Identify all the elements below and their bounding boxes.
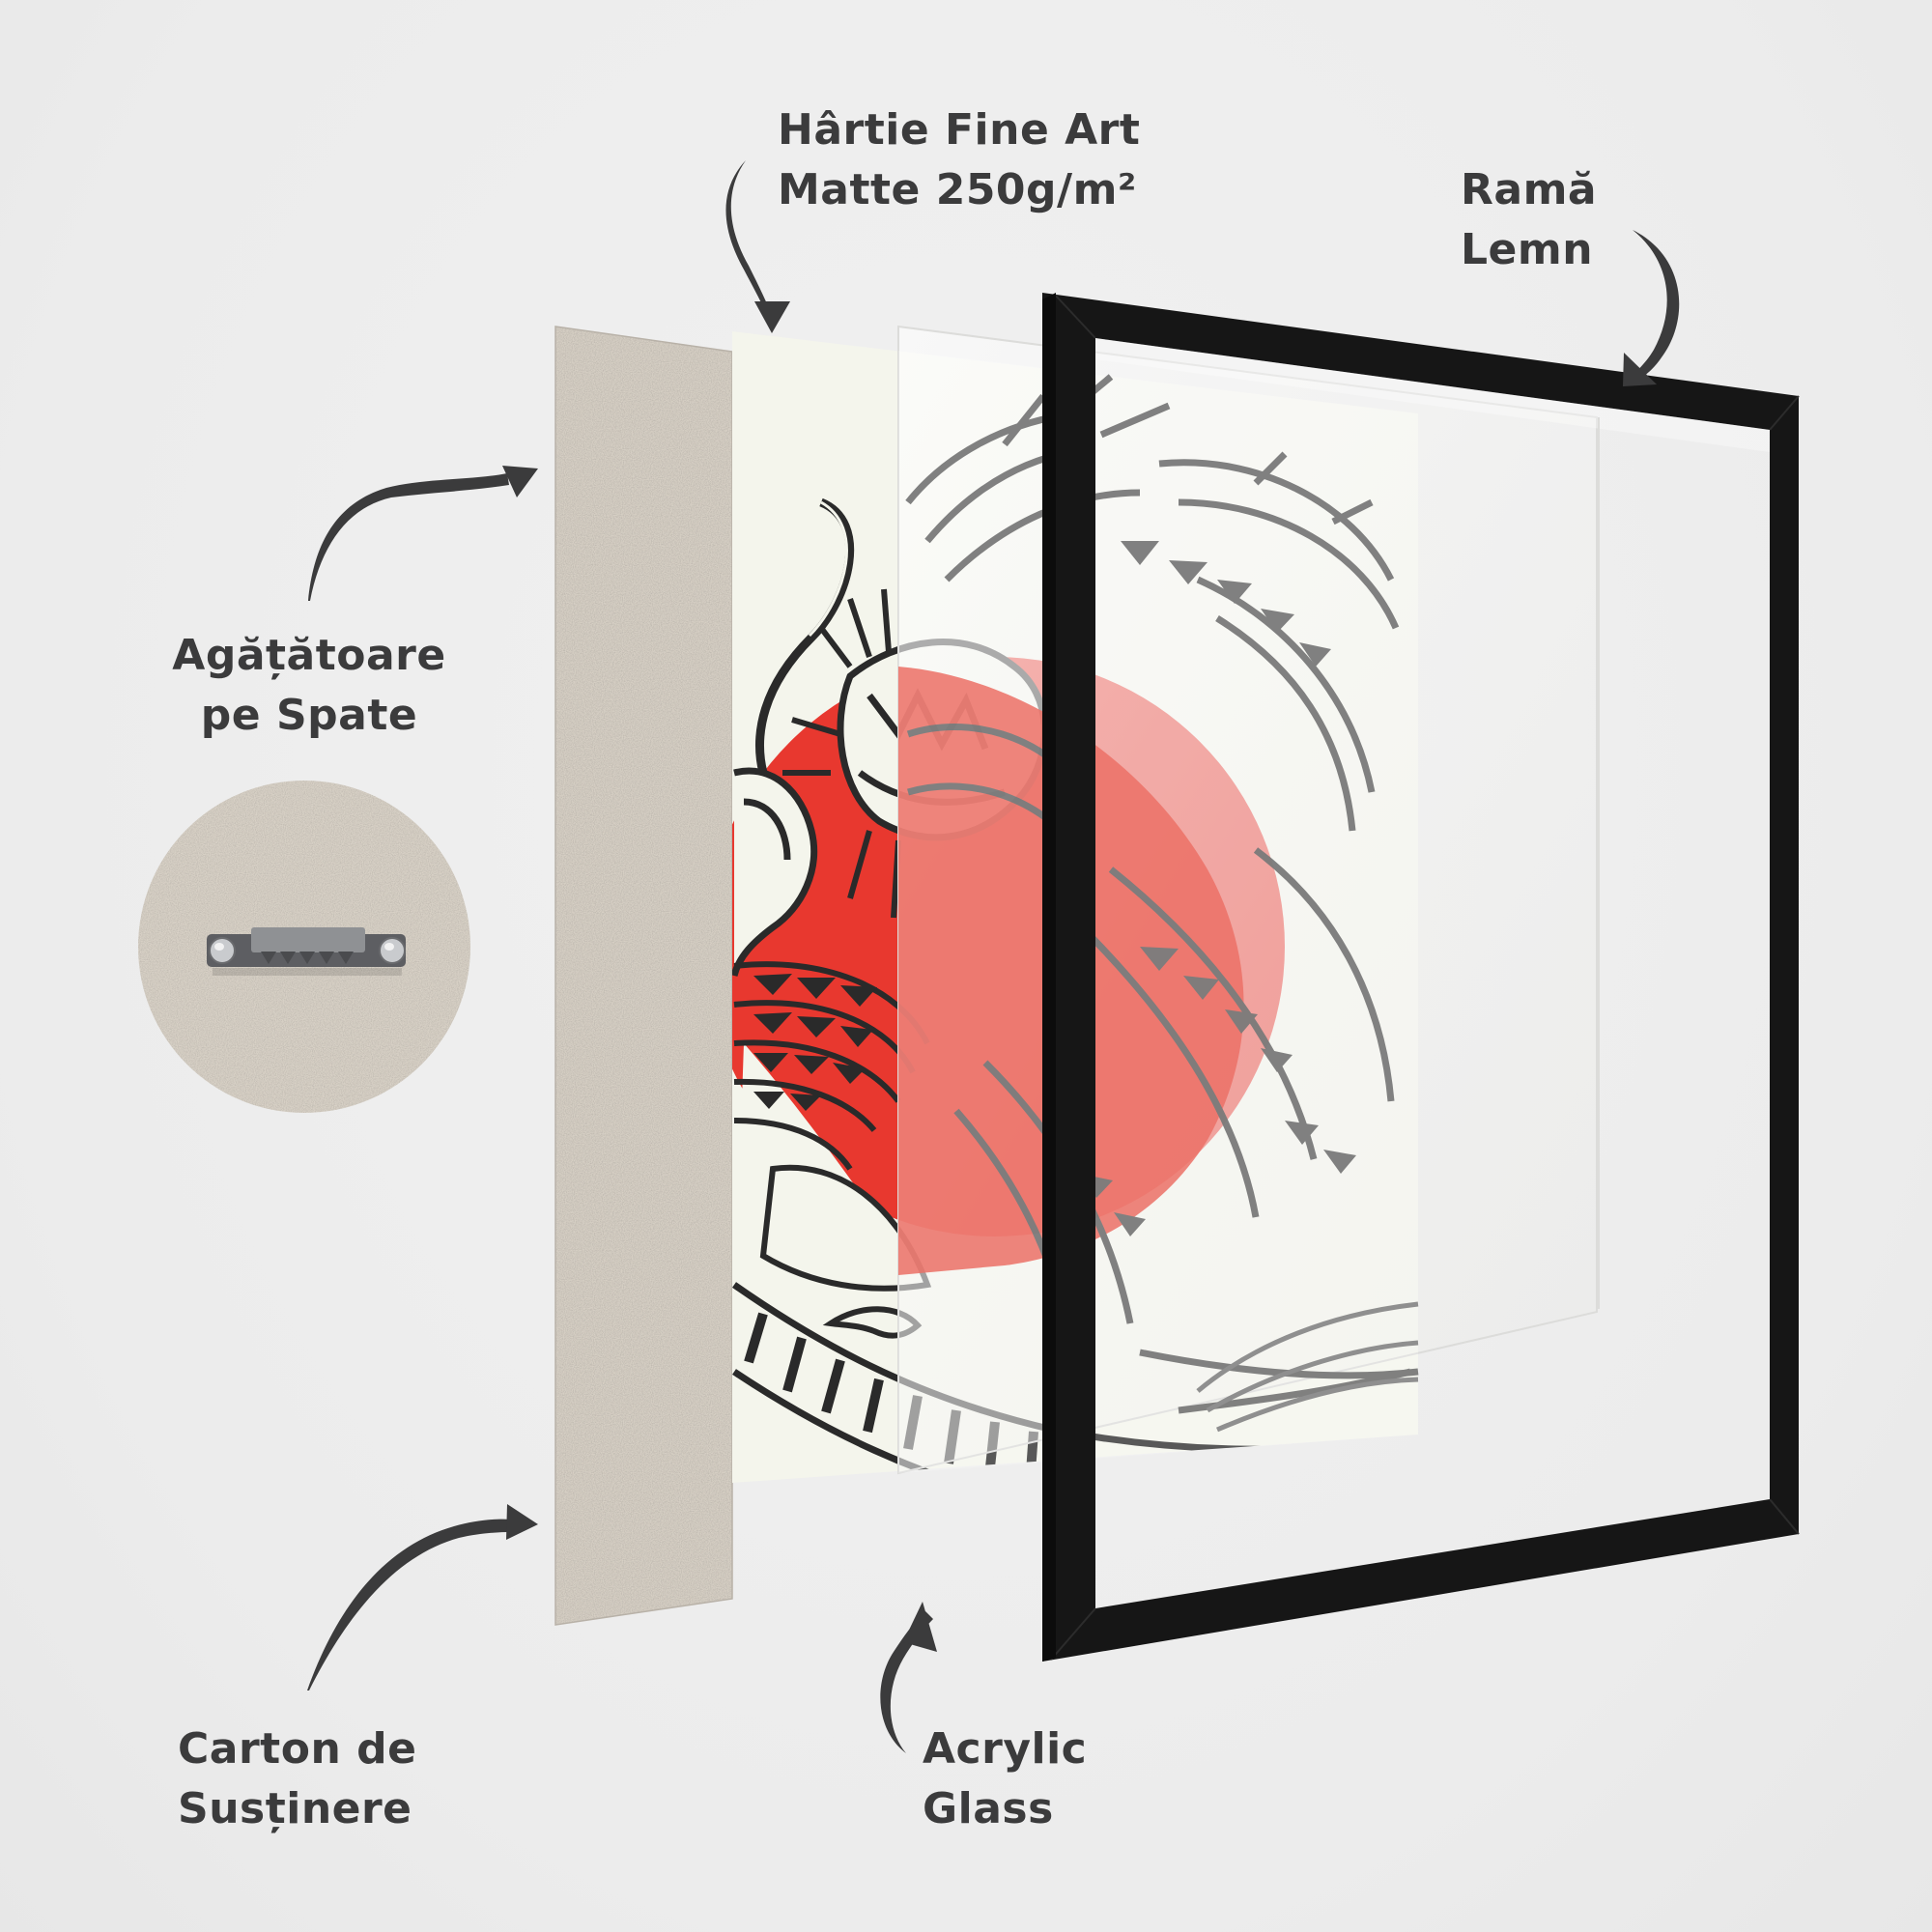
label-wood-frame-line2: Lemn [1461, 225, 1594, 274]
sawtooth-hanger-icon [207, 927, 406, 976]
label-fine-art-paper: Hârtie Fine Art Matte 250g/m² [778, 100, 1140, 220]
label-acrylic-glass-line1: Acrylic [923, 1724, 1088, 1774]
label-wood-frame-line1: Ramă [1461, 165, 1598, 214]
sawtooth-hanger-inset [138, 781, 470, 1113]
label-hanger: Agățătoare pe Spate [145, 626, 473, 746]
arrow-acrylic-icon [880, 1602, 937, 1753]
label-fine-art-paper-line1: Hârtie Fine Art [778, 105, 1141, 155]
label-wood-frame: Ramă Lemn [1461, 160, 1597, 280]
acrylic-glass [897, 325, 1598, 1475]
label-backing-board-line2: Susținere [178, 1784, 412, 1833]
label-backing-board-line1: Carton de [178, 1724, 417, 1774]
label-acrylic-glass-line2: Glass [923, 1784, 1054, 1833]
label-hanger-line2: pe Spate [200, 691, 418, 740]
arrow-frame-icon [1623, 230, 1680, 386]
arrow-paper-icon [725, 160, 790, 333]
label-acrylic-glass: Acrylic Glass [923, 1719, 1087, 1839]
label-fine-art-paper-line2: Matte 250g/m² [778, 165, 1137, 214]
arrow-hanger-icon [308, 466, 538, 601]
callout-arrows [307, 160, 1680, 1753]
backing-board [554, 326, 733, 1626]
label-backing-board: Carton de Susținere [178, 1719, 416, 1839]
wood-frame [1042, 293, 1800, 1662]
label-hanger-line1: Agățătoare [172, 631, 446, 680]
arrow-backing-icon [307, 1504, 538, 1690]
